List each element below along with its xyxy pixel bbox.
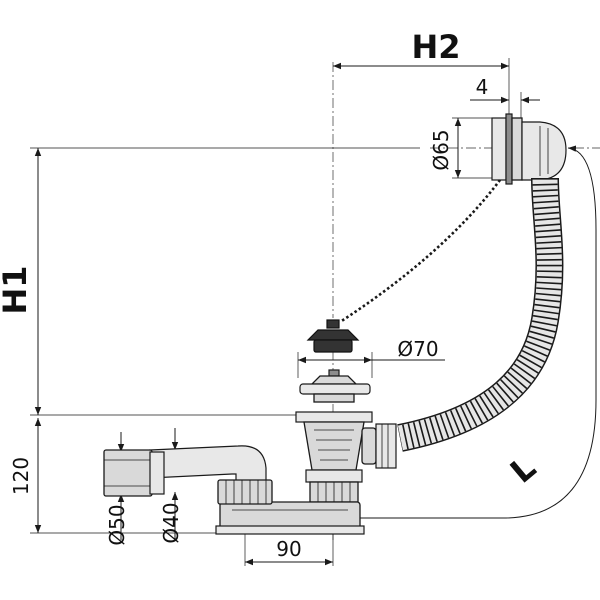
overflow-assembly bbox=[491, 113, 567, 185]
label-d40: Ø40 bbox=[159, 502, 183, 543]
drain-body bbox=[295, 411, 373, 503]
label-l: L bbox=[503, 448, 543, 490]
dim-d50-d40: Ø50 Ø40 bbox=[105, 428, 183, 546]
dim-120: 120 bbox=[9, 418, 42, 533]
label-h1: H1 bbox=[0, 265, 34, 314]
label-d65: Ø65 bbox=[429, 129, 453, 170]
dim-4: 4 bbox=[470, 75, 540, 104]
corrugated-hose bbox=[397, 177, 564, 452]
outlet-pipe bbox=[103, 445, 273, 505]
label-h2: H2 bbox=[411, 28, 460, 66]
plug-stopper bbox=[306, 319, 360, 353]
label-dim-4: 4 bbox=[476, 75, 489, 99]
trap-base bbox=[215, 501, 365, 535]
label-d70: Ø70 bbox=[397, 337, 438, 361]
dim-h2: H2 bbox=[333, 28, 509, 70]
plug-chain bbox=[339, 179, 502, 324]
dim-90: 90 bbox=[244, 532, 334, 566]
label-120: 120 bbox=[9, 457, 33, 495]
label-90: 90 bbox=[276, 537, 301, 561]
label-d50: Ø50 bbox=[105, 504, 129, 545]
basket-strainer bbox=[299, 369, 371, 403]
hose-connector bbox=[361, 423, 397, 469]
dim-h1: H1 bbox=[0, 148, 42, 415]
